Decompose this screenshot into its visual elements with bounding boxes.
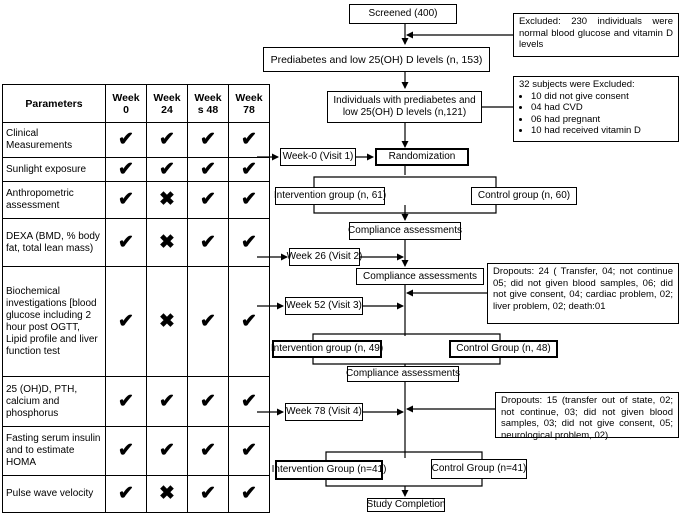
check-icon: ✔ (105, 218, 147, 267)
parameters-table: Parameters Week 0 Week 24 Week s 48 Week… (2, 84, 270, 513)
check-icon: ✔ (228, 475, 270, 513)
control-group-48-box: Control Group (n, 48) (449, 340, 558, 358)
table-row: Biochemical investigations [blood glucos… (2, 266, 270, 377)
excluded-normal-box: Excluded: 230 individuals were normal bl… (513, 13, 679, 57)
check-icon: ✔ (228, 122, 270, 158)
table-row: DEXA (BMD, % body fat, total lean mass) … (2, 218, 270, 267)
table-row: 25 (OH)D, PTH, calcium and phosphorus ✔ … (2, 376, 270, 427)
check-icon: ✔ (105, 122, 147, 158)
row-param: Fasting serum insulin and to estimate HO… (2, 426, 106, 476)
cross-icon: ✖ (146, 181, 188, 219)
check-icon: ✔ (228, 157, 270, 182)
randomization-box: Randomization (375, 148, 469, 166)
list-item: 10 had received vitamin D (531, 125, 673, 137)
cross-icon: ✖ (146, 218, 188, 267)
check-icon: ✔ (105, 475, 147, 513)
week-52-box: Week 52 (Visit 3) (285, 297, 363, 315)
list-item: 10 did not give consent (531, 91, 673, 103)
check-icon: ✔ (187, 157, 229, 182)
check-icon: ✔ (146, 122, 188, 158)
check-icon: ✔ (187, 475, 229, 513)
check-icon: ✔ (146, 157, 188, 182)
intervention-group-49-box: Intervention group (n, 49) (271, 340, 383, 358)
row-param: Pulse wave velocity (2, 475, 106, 513)
compliance-assessments-1: Compliance assessments (348, 222, 462, 240)
study-completion-box: Study Completion (366, 498, 446, 512)
excluded-subjects-list: 10 did not give consent 04 had CVD 06 ha… (519, 91, 673, 137)
week-78-box: Week 78 (Visit 4) (285, 403, 363, 421)
check-icon: ✔ (187, 218, 229, 267)
dropouts-24-box: Dropouts: 24 ( Transfer, 04; not continu… (487, 263, 679, 324)
table-row: Fasting serum insulin and to estimate HO… (2, 426, 270, 476)
check-icon: ✔ (228, 218, 270, 267)
table-row: Anthropometric assessment ✔ ✖ ✔ ✔ (2, 181, 270, 219)
check-icon: ✔ (105, 266, 147, 377)
check-icon: ✔ (105, 376, 147, 427)
check-icon: ✔ (228, 266, 270, 377)
compliance-assessments-2: Compliance assessments (356, 268, 484, 285)
prediabetes-box: Prediabetes and low 25(OH) D levels (n, … (263, 47, 490, 72)
list-item: 04 had CVD (531, 102, 673, 114)
intervention-group-41-box: Intervention Group (n=41) (272, 460, 386, 480)
check-icon: ✔ (105, 157, 147, 182)
check-icon: ✔ (228, 376, 270, 427)
individuals-box: Individuals with prediabetes and low 25(… (327, 91, 482, 123)
header-parameters: Parameters (2, 84, 106, 123)
week-26-box: Week 26 (Visit 2) (287, 248, 362, 266)
control-group-60-box: Control group (n, 60) (471, 187, 577, 205)
header-week-48: Week s 48 (187, 84, 229, 123)
row-param: Biochemical investigations [blood glucos… (2, 266, 106, 377)
check-icon: ✔ (187, 266, 229, 377)
check-icon: ✔ (228, 181, 270, 219)
control-group-41-box: Control Group (n=41) (431, 459, 527, 479)
table-row: Sunlight exposure ✔ ✔ ✔ ✔ (2, 157, 270, 182)
row-param: 25 (OH)D, PTH, calcium and phosphorus (2, 376, 106, 427)
dropouts-15-box: Dropouts: 15 (transfer out of state, 02;… (495, 392, 679, 441)
compliance-assessments-3: Compliance assessments (346, 366, 460, 382)
screened-box: Screened (400) (349, 4, 457, 24)
check-icon: ✔ (228, 426, 270, 476)
header-week-0: Week 0 (105, 84, 147, 123)
table-row: Pulse wave velocity ✔ ✖ ✔ ✔ (2, 475, 270, 513)
row-param: Sunlight exposure (2, 157, 106, 182)
list-item: 06 had pregnant (531, 114, 673, 126)
week-0-box: Week-0 (Visit 1) (280, 148, 356, 166)
row-param: Anthropometric assessment (2, 181, 106, 219)
excluded-subjects-box: 32 subjects were Excluded: 10 did not gi… (513, 76, 679, 142)
row-param: DEXA (BMD, % body fat, total lean mass) (2, 218, 106, 267)
header-week-78: Week 78 (228, 84, 270, 123)
intervention-group-61-box: Intervention group (n, 61) (274, 187, 386, 205)
excluded-subjects-title: 32 subjects were Excluded: (519, 79, 635, 90)
table-header-row: Parameters Week 0 Week 24 Week s 48 Week… (2, 84, 270, 123)
cross-icon: ✖ (146, 475, 188, 513)
